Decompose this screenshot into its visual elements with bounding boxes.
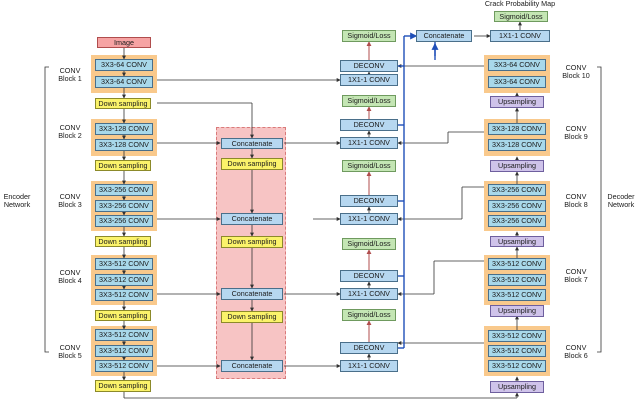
side-sigmoid-4: Sigmoid/Loss	[342, 238, 396, 250]
dec-b7-conv-2: 3X3-512 CONV	[488, 274, 546, 286]
enc-down-4: Down sampling	[95, 310, 151, 321]
enc-down-1: Down sampling	[95, 98, 151, 109]
dec-up-8: Upsampling	[490, 236, 544, 247]
enc-b5-conv-2: 3X3-512 CONV	[95, 345, 153, 357]
enc-b4-conv-1: 3X3-512 CONV	[95, 258, 153, 270]
side-deconv-2: DECONV	[340, 119, 398, 131]
dec-b7-conv-1: 3X3-512 CONV	[488, 258, 546, 270]
enc-down-3: Down sampling	[95, 236, 151, 247]
dec-b9-conv-2: 3X3-128 CONV	[488, 139, 546, 151]
dec-b8-conv-3: 3X3-256 CONV	[488, 215, 546, 227]
enc-b4-conv-2: 3X3-512 CONV	[95, 274, 153, 286]
mid-concat-2: Concatenate	[221, 213, 283, 225]
dec-b6-conv-2: 3X3-512 CONV	[488, 345, 546, 357]
dec-up-10: Upsampling	[490, 96, 544, 108]
dec-b9-conv-1: 3X3-128 CONV	[488, 123, 546, 135]
enc-b2-conv-1: 3X3-128 CONV	[95, 123, 153, 135]
enc-b3-conv-3: 3X3-256 CONV	[95, 215, 153, 227]
dec-b8-conv-1: 3X3-256 CONV	[488, 184, 546, 196]
output-title: Crack Probability Map	[484, 0, 556, 8]
input-image-box: Image	[97, 37, 151, 48]
dec-up-6: Upsampling	[490, 381, 544, 393]
side-sigmoid-3: Sigmoid/Loss	[342, 160, 396, 172]
mid-down-1: Down sampling	[221, 158, 283, 170]
enc-b5-conv-3: 3X3-512 CONV	[95, 360, 153, 372]
side-conv11-3: 1X1-1 CONV	[340, 213, 398, 225]
enc-b3-conv-2: 3X3-256 CONV	[95, 200, 153, 212]
side-sigmoid-1: Sigmoid/Loss	[342, 30, 396, 42]
mid-concat-3: Concatenate	[221, 288, 283, 300]
mid-concat-4: Concatenate	[221, 360, 283, 372]
enc-b2-conv-2: 3X3-128 CONV	[95, 139, 153, 151]
side-conv11-4: 1X1-1 CONV	[340, 288, 398, 300]
enc-down-5: Down sampling	[95, 380, 151, 392]
enc-b1-conv-1: 3X3-64 CONV	[95, 59, 153, 71]
enc-b5-conv-1: 3X3-512 CONV	[95, 329, 153, 341]
mid-down-3: Down sampling	[221, 311, 283, 323]
side-deconv-3: DECONV	[340, 195, 398, 207]
dec-b7-conv-3: 3X3-512 CONV	[488, 289, 546, 301]
enc-b4-conv-3: 3X3-512 CONV	[95, 289, 153, 301]
side-deconv-5: DECONV	[340, 342, 398, 354]
mid-concat-1: Concatenate	[221, 138, 283, 149]
side-conv11-2: 1X1-1 CONV	[340, 137, 398, 149]
side-sigmoid-2: Sigmoid/Loss	[342, 95, 396, 107]
dec-b8-conv-2: 3X3-256 CONV	[488, 200, 546, 212]
dec-up-7: Upsampling	[490, 305, 544, 317]
dec-b6-conv-3: 3X3-512 CONV	[488, 360, 546, 372]
dec-b10-conv-2: 3X3-64 CONV	[488, 76, 546, 88]
side-deconv-1: DECONV	[340, 60, 398, 72]
enc-b1-conv-2: 3X3-64 CONV	[95, 76, 153, 88]
side-conv11-5: 1X1-1 CONV	[340, 360, 398, 372]
final-sigmoid-box: Sigmoid/Loss	[494, 11, 548, 22]
side-conv11-1: 1X1-1 CONV	[340, 74, 398, 86]
dec-b10-conv-1: 3X3-64 CONV	[488, 59, 546, 71]
enc-down-2: Down sampling	[95, 160, 151, 171]
final-conv-box: 1X1-1 CONV	[490, 30, 550, 42]
side-deconv-4: DECONV	[340, 270, 398, 282]
enc-b3-conv-1: 3X3-256 CONV	[95, 184, 153, 196]
mid-down-2: Down sampling	[221, 236, 283, 248]
dec-up-9: Upsampling	[490, 160, 544, 172]
side-sigmoid-5: Sigmoid/Loss	[342, 309, 396, 321]
dec-b6-conv-1: 3X3-512 CONV	[488, 330, 546, 342]
side-concat-box: Concatenate	[416, 30, 472, 42]
